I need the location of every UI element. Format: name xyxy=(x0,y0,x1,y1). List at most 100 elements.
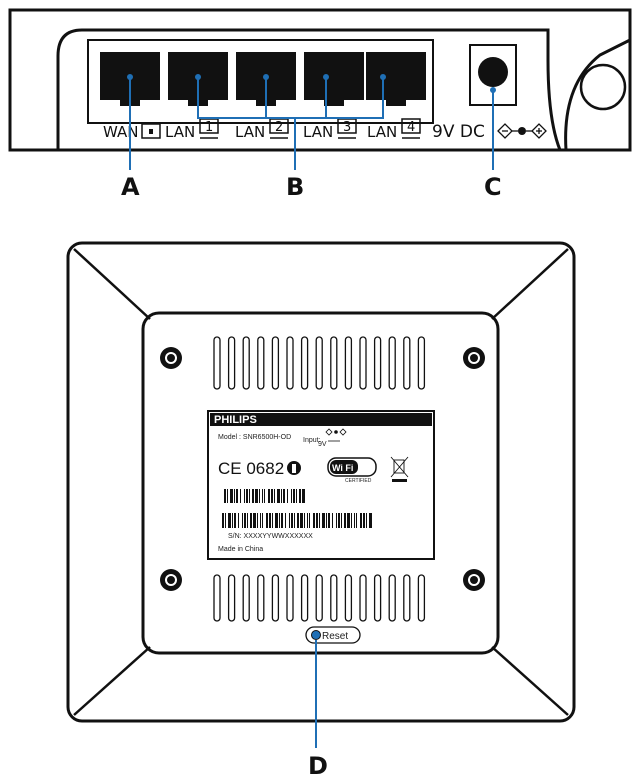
barcode-bar xyxy=(363,513,365,528)
vent-slot xyxy=(359,336,367,390)
vent-slot xyxy=(271,574,280,622)
barcode-bar xyxy=(347,513,350,528)
barcode-bar xyxy=(281,513,283,528)
barcode-bar xyxy=(299,489,301,503)
callout-a: A xyxy=(121,173,140,201)
callout-dot-c xyxy=(490,87,496,93)
barcode-bar xyxy=(338,513,340,528)
label-model: Model : SNR6500H-OD xyxy=(218,434,291,441)
barcode-bar xyxy=(236,489,238,503)
vent-slot xyxy=(242,336,250,390)
vent-slot xyxy=(388,336,396,390)
barcode-bar xyxy=(296,489,297,503)
housing-curve xyxy=(564,38,631,151)
label-header xyxy=(210,413,432,426)
vent-slot xyxy=(227,574,236,622)
barcode-bar xyxy=(264,489,265,503)
vent-slot xyxy=(213,574,221,622)
callout-dot-b1 xyxy=(195,74,201,80)
lan-port-4 xyxy=(366,52,426,100)
reset-label: Reset xyxy=(322,631,348,642)
barcode-bar xyxy=(253,513,256,528)
barcode-bar xyxy=(262,489,263,503)
barcode-bar xyxy=(354,513,355,528)
barcode-bar xyxy=(332,513,333,528)
vent-slot xyxy=(286,336,294,390)
recycle-bin-icon xyxy=(390,456,409,482)
callout-dot-b3 xyxy=(323,74,329,80)
vent-slot xyxy=(286,574,294,622)
barcode-bar xyxy=(225,513,226,528)
label-made-in: Made in China xyxy=(218,546,263,553)
barcode-bar xyxy=(259,489,260,503)
callout-d: D xyxy=(308,752,328,779)
barcode-bar xyxy=(291,489,292,503)
barcode-bar xyxy=(274,489,275,503)
barcode-bar xyxy=(257,513,258,528)
barcode-bar xyxy=(326,513,327,528)
barcode-bar xyxy=(247,513,248,528)
barcode-bar xyxy=(230,489,233,503)
barcode-bar xyxy=(356,513,357,528)
rear-panel: WAN LAN 1 LAN 2 LAN 3 LAN 4 9V DC xyxy=(8,8,632,201)
barcode-bar xyxy=(232,513,233,528)
lan-port-3 xyxy=(304,52,364,100)
barcode-bar xyxy=(269,513,271,528)
barcode-bar xyxy=(271,489,273,503)
barcode-bar xyxy=(250,513,252,528)
barcode-bar xyxy=(297,513,299,528)
barcode-bar xyxy=(302,489,305,503)
vent-slot xyxy=(417,336,426,390)
barcode-bar xyxy=(304,513,305,528)
barcode-bar xyxy=(366,513,367,528)
screw-icon xyxy=(160,347,182,369)
barcode xyxy=(222,513,372,528)
antenna-mount xyxy=(579,63,627,111)
vent-slot xyxy=(242,574,250,622)
barcode-bar xyxy=(300,513,303,528)
vent-slot xyxy=(213,336,221,390)
barcode-bar xyxy=(244,513,246,528)
vent-slot xyxy=(417,574,426,622)
vent-slot xyxy=(373,336,382,390)
barcode-bar xyxy=(234,513,236,528)
barcode-bar xyxy=(249,489,250,503)
vent-slot xyxy=(344,336,353,390)
reset-pinhole[interactable] xyxy=(311,630,321,640)
barcode-bar xyxy=(293,489,295,503)
barcode-bar xyxy=(351,513,352,528)
lan-number-2: 2 xyxy=(275,120,283,135)
vent-slot xyxy=(359,574,367,622)
wan-label: WAN xyxy=(103,123,139,141)
reset-button[interactable]: Reset xyxy=(305,626,361,644)
label-serial: S/N: XXXXYYWWXXXXXX xyxy=(228,533,313,540)
barcode-bar xyxy=(266,513,268,528)
barcode-bar xyxy=(262,513,263,528)
barcode-bar xyxy=(309,513,310,528)
vent-slot xyxy=(257,574,265,622)
reset-button-outline[interactable] xyxy=(305,626,361,644)
vent-slots-bottom xyxy=(213,574,426,622)
bevel-tl xyxy=(73,248,151,320)
vent-slot xyxy=(315,336,323,390)
callout-b: B xyxy=(286,173,304,201)
lan-label-4: LAN xyxy=(367,123,397,141)
label-brand: PHILIPS xyxy=(214,414,257,426)
barcode-bar xyxy=(313,513,315,528)
bevel-tr xyxy=(491,248,569,320)
barcode-bar xyxy=(369,513,372,528)
polarity-icon xyxy=(325,428,347,442)
alert-icon-mark xyxy=(292,464,296,473)
barcode-bar xyxy=(255,489,258,503)
barcode-bar xyxy=(281,489,282,503)
housing-outline xyxy=(8,8,632,152)
label-ce-mark: CE 0682 xyxy=(218,459,284,478)
port-latch xyxy=(324,100,344,106)
lan-number-box-4 xyxy=(401,118,421,134)
barcode-bar xyxy=(238,513,239,528)
barcode-bar xyxy=(336,513,337,528)
barcode-bar xyxy=(224,489,226,503)
barcode-bar xyxy=(244,489,245,503)
